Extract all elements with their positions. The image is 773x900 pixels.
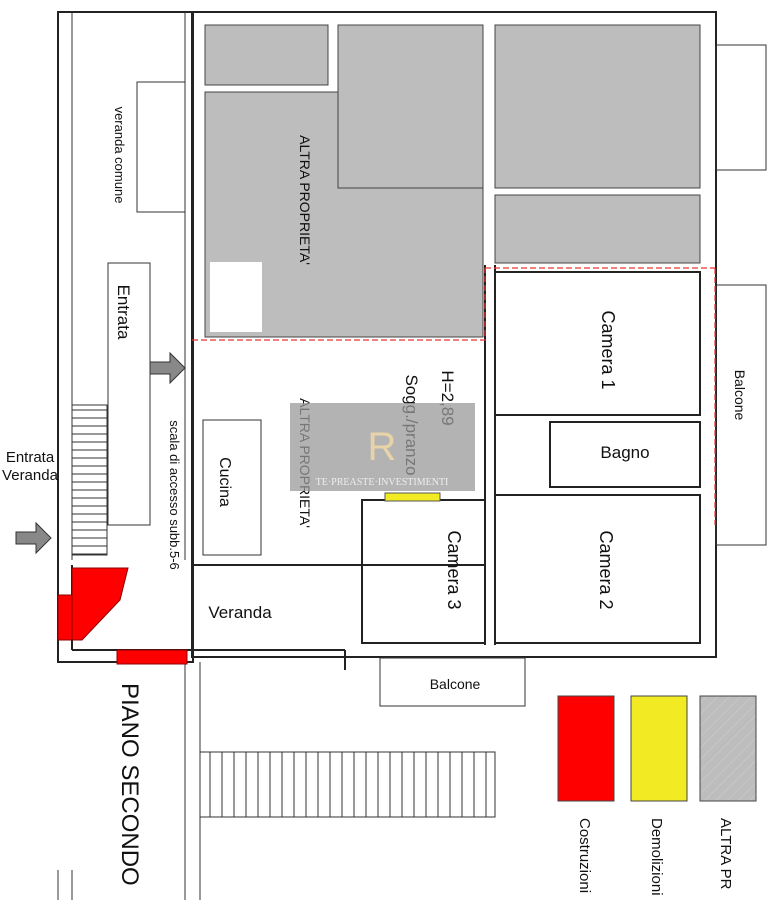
legend-swatch-altra — [699, 695, 757, 802]
label-scala: scala di accesso subb.5-6 — [167, 420, 182, 570]
balcone-top-right — [715, 44, 767, 171]
label-cucina: Cucina — [216, 457, 233, 507]
legend-label-altra: ALTRA PR — [717, 818, 734, 890]
demolizioni-mark — [384, 492, 441, 502]
label-bagno: Bagno — [600, 443, 649, 462]
label-balcone-bottom: Balcone — [430, 676, 481, 692]
altra-proprieta-area — [204, 24, 701, 338]
label-camera1: Camera 1 — [598, 310, 618, 389]
legend-label-demolizioni: Demolizioni — [648, 818, 665, 896]
stairs — [71, 404, 496, 818]
legend-swatch-demolizioni — [630, 695, 688, 802]
label-camera2: Camera 2 — [596, 530, 616, 609]
legend-label-costruzioni: Costruzioni — [576, 818, 593, 893]
label-camera3: Camera 3 — [444, 530, 464, 609]
label-entrata-veranda-2: Veranda — [2, 467, 59, 484]
legend-swatch-costruzioni — [557, 695, 615, 802]
legend: Costruzioni Demolizioni ALTRA PR — [557, 695, 757, 896]
balcone-right — [715, 284, 767, 546]
label-entrata-veranda-1: Entrata — [6, 449, 55, 466]
watermark-logo: R TE·PREASTE·INVESTIMENTI — [290, 403, 475, 491]
label-balcone-right: Balcone — [732, 370, 748, 421]
costruzioni-marks — [57, 567, 188, 665]
plan-title: PIANO SECONDO — [116, 683, 143, 886]
svg-text:TE·PREASTE·INVESTIMENTI: TE·PREASTE·INVESTIMENTI — [316, 477, 449, 488]
label-veranda-comune: veranda comune — [112, 107, 127, 204]
label-altra-proprieta-top: ALTRA PROPRIETA' — [297, 135, 313, 265]
entrance-arrow-icon — [15, 351, 186, 555]
label-entrata: Entrata — [114, 285, 133, 340]
label-veranda: Veranda — [208, 603, 272, 622]
balcone-bottom — [379, 657, 526, 707]
walls — [57, 11, 717, 900]
svg-text:R: R — [368, 425, 397, 469]
